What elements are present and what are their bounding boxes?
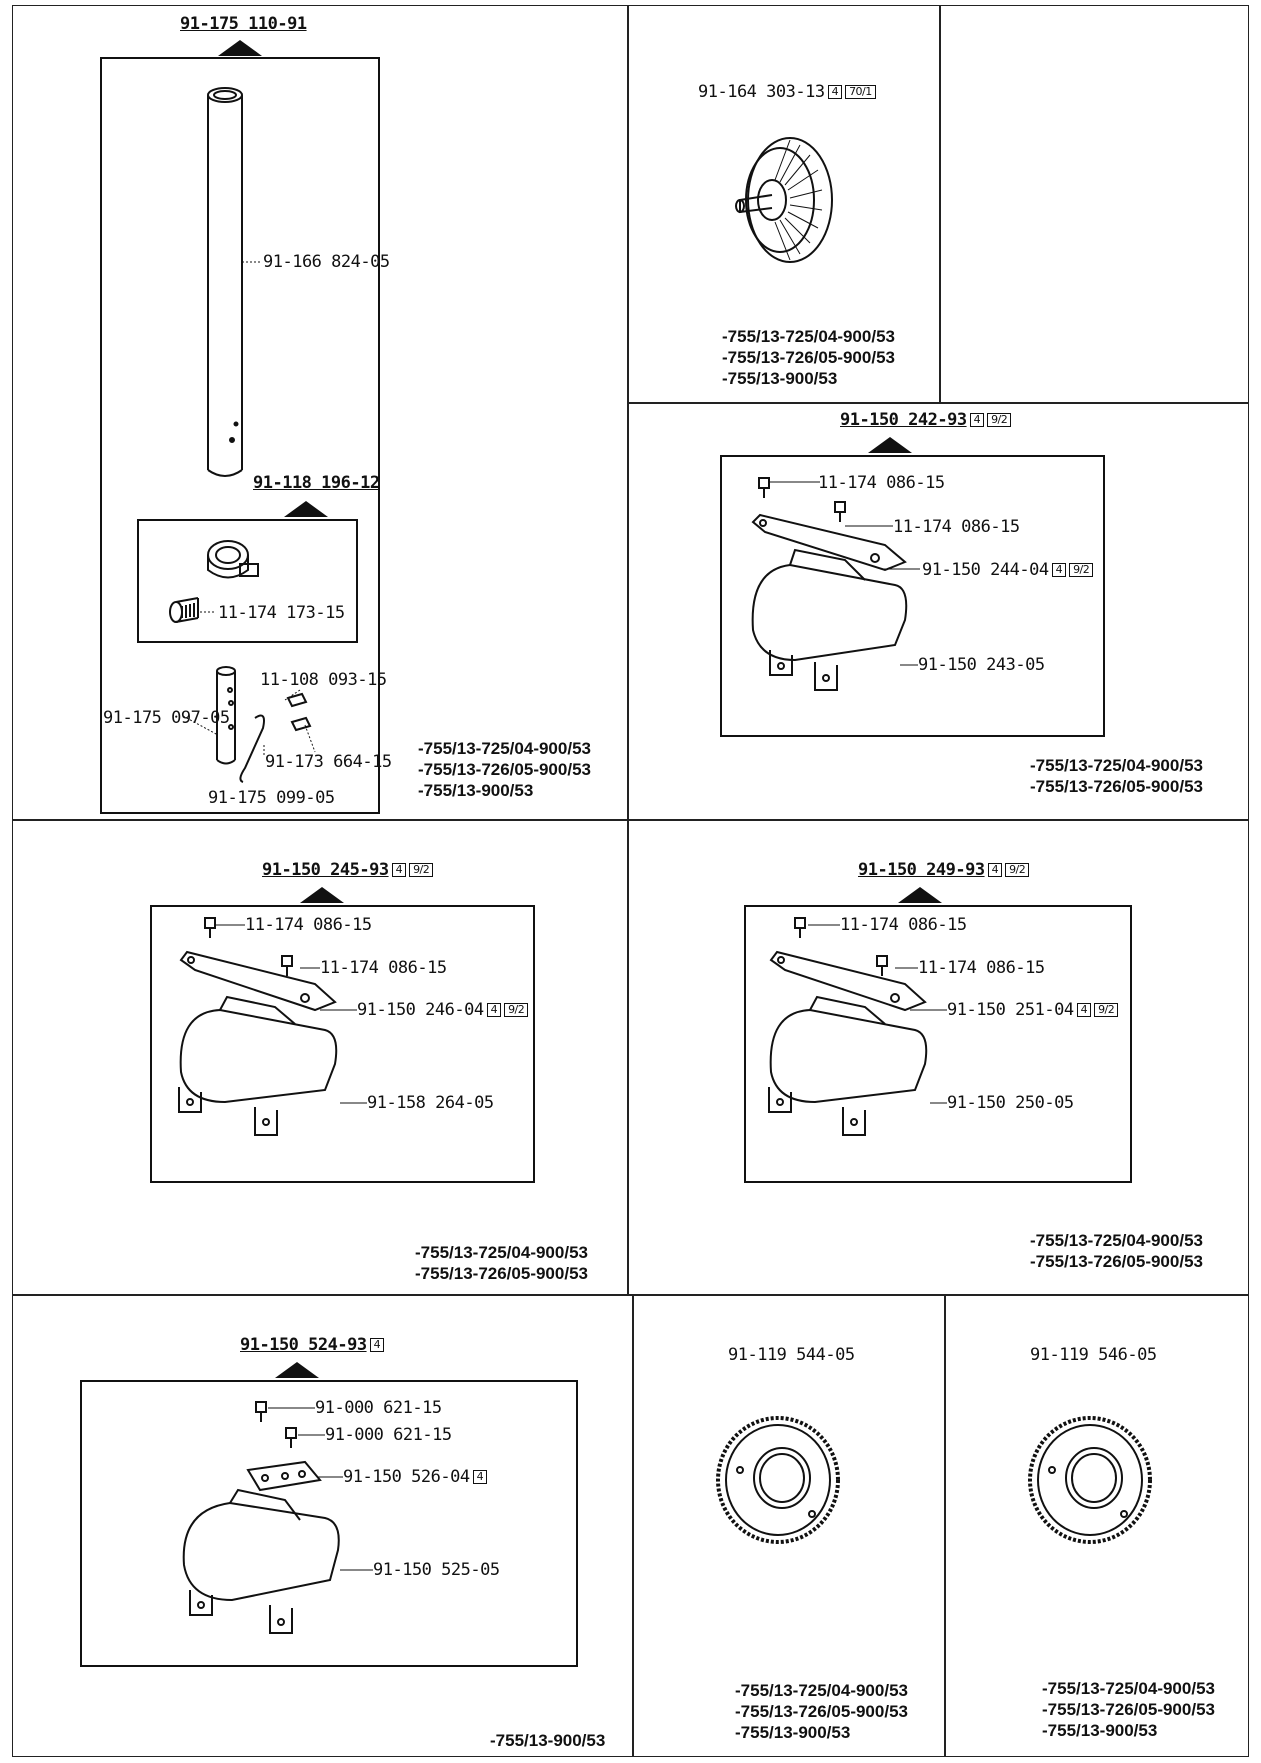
cell-presser-524 [12,1295,633,1757]
part-label-clamp-screw: 11-174 173-15 [218,603,345,623]
assembly-arrow [218,40,262,56]
model-list: -755/13-725/04-900/53 -755/13-726/05-900… [1042,1679,1215,1740]
part-label-pin: 91-175 097-05 [103,708,230,728]
cell-presser-245 [12,820,628,1295]
part-label-tube: 91-166 824-05 [263,252,390,272]
model-list: -755/13-725/04-900/53 -755/13-726/05-900… [735,1681,908,1742]
model-list: -755/13-725/04-900/53 -755/13-726/05-900… [415,1243,588,1283]
cell-presser-249 [628,820,1249,1295]
part-label-body: 91-150 525-05 [373,1560,500,1580]
assembly-arrow [868,437,912,453]
part-label-screw-2: 91-000 621-15 [325,1425,452,1445]
assembly-arrow [300,887,344,903]
assembly-frame [80,1380,578,1667]
part-label-screw-2: 11-174 086-15 [893,517,1020,537]
model-list: -755/13-725/04-900/53 -755/13-726/05-900… [1030,1231,1203,1271]
assembly-arrow [275,1362,319,1378]
part-label-screw-a: 11-108 093-15 [260,670,387,690]
cell-gear-544 [633,1295,945,1757]
part-label-screw-2: 11-174 086-15 [918,958,1045,978]
model-list: -755/13-725/04-900/53 -755/13-726/05-900… [418,739,591,800]
part-label-body: 91-150 243-05 [918,655,1045,675]
cell-empty [940,5,1249,403]
model-list: -755/13-725/04-900/53 -755/13-726/05-900… [1030,756,1203,796]
part-label-screw-1: 91-000 621-15 [315,1398,442,1418]
cell-bevel-gear [628,5,940,403]
subassembly-frame [137,519,358,643]
part-number: 91-119 544-05 [728,1345,855,1365]
part-label-screw-1: 11-174 086-15 [245,915,372,935]
part-label-screw-b: 91-173 664-15 [265,752,392,772]
assembly-number: 91-175 110-91 [180,14,307,34]
part-label-spring-clip: 91-175 099-05 [208,788,335,808]
subassembly-number: 91-118 196-12 [253,473,380,493]
part-label-screw-2: 11-174 086-15 [320,958,447,978]
part-label-body: 91-158 264-05 [367,1093,494,1113]
assembly-frame [100,57,380,814]
part-label-screw-1: 11-174 086-15 [840,915,967,935]
part-label-body: 91-150 250-05 [947,1093,1074,1113]
subassembly-arrow [284,501,328,517]
assembly-frame [720,455,1105,737]
model-list: -755/13-900/53 [490,1731,606,1750]
assembly-frame [150,905,535,1183]
part-label-screw-1: 11-174 086-15 [818,473,945,493]
part-number: 91-119 546-05 [1030,1345,1157,1365]
assembly-frame [744,905,1132,1183]
model-list: -755/13-725/04-900/53 -755/13-726/05-900… [722,327,895,388]
cell-tube-assembly [12,5,628,820]
cell-gear-546 [945,1295,1249,1757]
cell-presser-242 [628,403,1249,820]
assembly-arrow [898,887,942,903]
